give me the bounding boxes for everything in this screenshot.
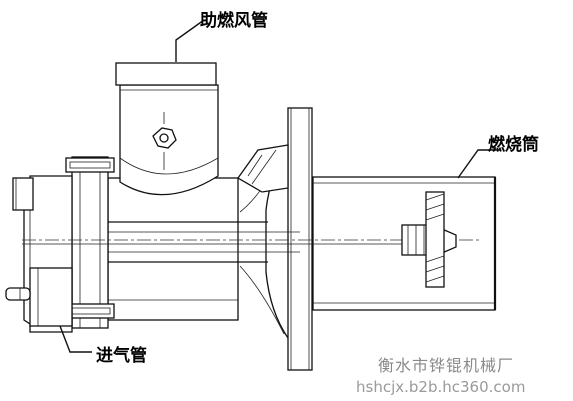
- air-pipe-callout: [175, 19, 205, 62]
- nozzle: [401, 191, 457, 288]
- air-pipe: [115, 62, 219, 196]
- gas-inlet-pipe: [5, 287, 31, 301]
- watermark-url: hshcjx.b2b.hc360.com: [356, 378, 525, 396]
- air-wedge: [237, 144, 289, 193]
- gas-inlet-callout: [59, 325, 92, 353]
- rear-flange: [65, 156, 115, 329]
- gas-inlet-label: 进气管: [96, 345, 147, 366]
- rear-cover: [12, 175, 73, 333]
- combustion-tube-label: 燃烧筒: [488, 134, 539, 155]
- combustion-tube-callout: [457, 149, 500, 179]
- watermark-company: 衡水市铧锟机械厂: [378, 356, 514, 375]
- mounting-plate: [287, 107, 313, 371]
- air-pipe-label: 助燃风管: [200, 10, 268, 31]
